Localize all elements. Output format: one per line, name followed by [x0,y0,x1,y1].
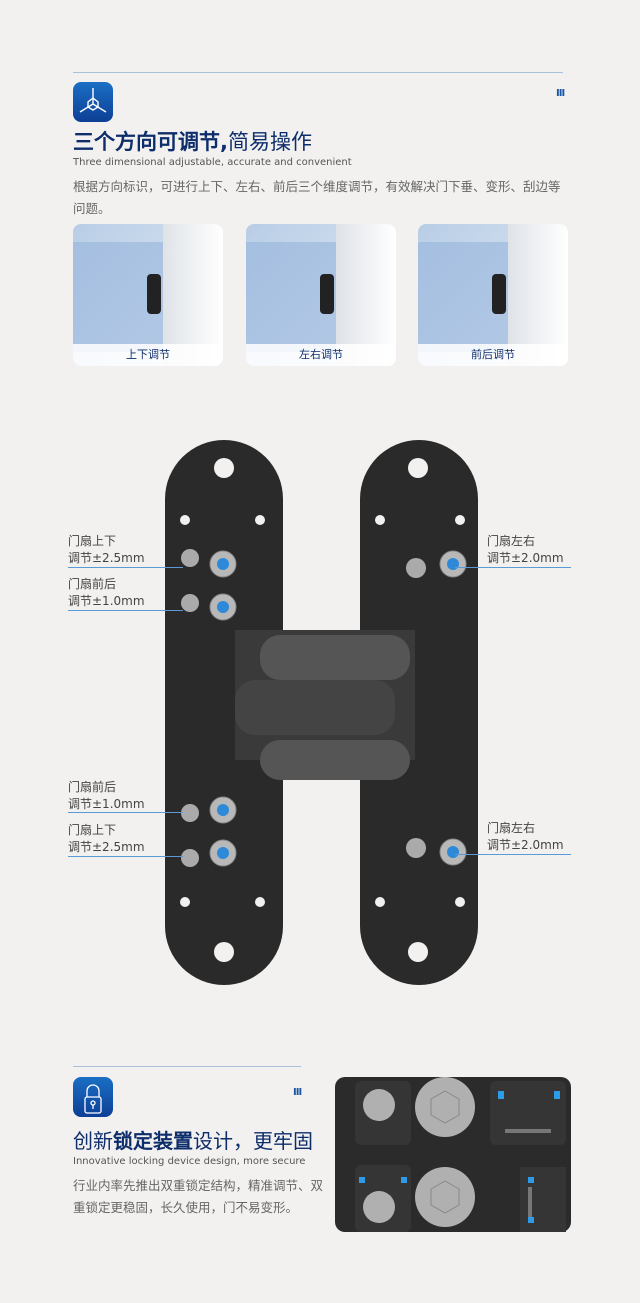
callout-left-2: 门扇前后调节±1.0mm [68,577,145,608]
adjust-card-horizontal: 左右调节 [246,224,396,366]
card-label: 左右调节 [246,344,396,366]
section-description: 行业内率先推出双重锁定结构，精准调节、双重锁定更稳固，长久使用，门不易变形。 [73,1178,324,1215]
callout-right-1: 门扇左右调节±2.0mm [487,534,564,565]
menu-bars-icon: III [556,88,565,99]
callout-line [68,567,183,568]
menu-bars-icon: III [293,1087,302,1098]
section-subtitle: Three dimensional adjustable, accurate a… [73,157,352,168]
section-title: 创新锁定装置设计，更牢固 [73,1129,313,1153]
callout-line [68,812,183,813]
callout-line [68,856,183,857]
card-label: 上下调节 [73,344,223,366]
card-label: 前后调节 [418,344,568,366]
callout-line [455,854,571,855]
three-axis-icon [73,82,113,122]
divider [73,1066,301,1067]
hinge-illustration [165,440,478,985]
callout-line [68,610,183,611]
section-description: 根据方向标识，可进行上下、左右、前后三个维度调节，有效解决门下垂、变形、刮边等问… [73,179,561,216]
callout-right-2: 门扇左右调节±2.0mm [487,821,564,852]
lock-detail-photo [335,1077,571,1232]
callout-left-3: 门扇前后调节±1.0mm [68,780,145,811]
callout-line [455,567,571,568]
lock-icon [73,1077,113,1117]
section-subtitle: Innovative locking device design, more s… [73,1156,306,1167]
adjust-card-depth: 前后调节 [418,224,568,366]
callout-left-4: 门扇上下调节±2.5mm [68,823,145,854]
divider [73,72,563,73]
adjust-card-vertical: 上下调节 [73,224,223,366]
section-title: 三个方向可调节,简易操作 [73,130,312,154]
callout-left-1: 门扇上下调节±2.5mm [68,534,145,565]
